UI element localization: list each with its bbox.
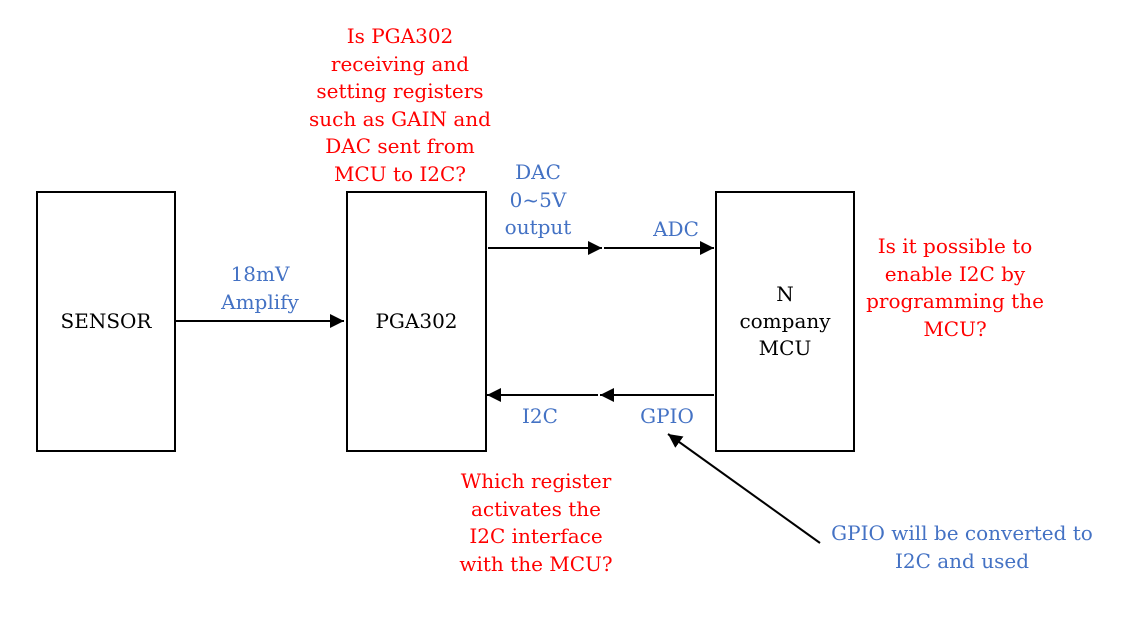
adc-label: ADC xyxy=(653,217,699,241)
mcu-label: N company MCU xyxy=(739,282,831,360)
dac-output-label: DAC 0~5V output xyxy=(504,160,572,239)
sensor-block: SENSOR xyxy=(36,191,176,452)
sensor-label: SENSOR xyxy=(60,309,152,333)
sensor-signal-label: 18mV Amplify xyxy=(221,262,299,314)
question-pga-registers: Is PGA302 receiving and setting register… xyxy=(309,24,491,186)
i2c-label: I2C xyxy=(522,404,558,428)
pga302-label: PGA302 xyxy=(375,309,458,333)
gpio-label: GPIO xyxy=(640,404,694,428)
gpio-conversion-note: GPIO will be converted to I2C and used xyxy=(831,521,1093,573)
question-register-activation: Which register activates the I2C interfa… xyxy=(459,469,613,576)
arrow-note-to-gpio xyxy=(667,433,821,544)
pga302-block: PGA302 xyxy=(346,191,487,452)
mcu-block: N company MCU xyxy=(715,191,855,452)
question-mcu-i2c: Is it possible to enable I2C by programm… xyxy=(866,234,1044,341)
